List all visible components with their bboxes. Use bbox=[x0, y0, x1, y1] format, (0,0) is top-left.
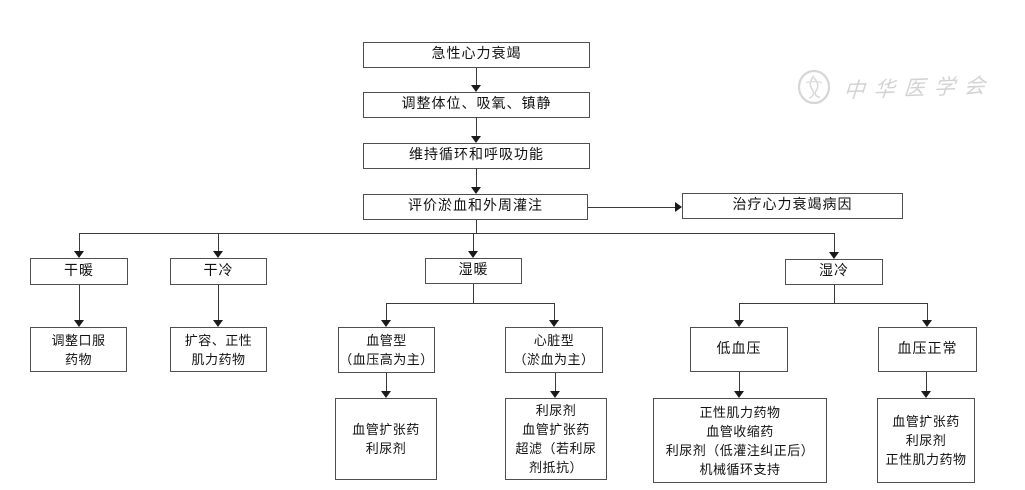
node-cardiac-type: 心脏型 （淤血为主） bbox=[505, 327, 603, 373]
arrowhead-down-icon bbox=[922, 320, 932, 327]
node-line: 血管收缩药 bbox=[706, 423, 774, 439]
node-wet-warm: 湿暖 bbox=[425, 258, 522, 284]
arrowhead-down-icon bbox=[734, 320, 744, 327]
node-adjust-oral-meds: 调整口服 药物 bbox=[30, 327, 127, 372]
node-line: 血管扩张药 bbox=[352, 422, 420, 437]
connector-line bbox=[739, 372, 740, 391]
arrowhead-down-icon bbox=[74, 320, 84, 327]
watermark-text: 中华医学会 bbox=[842, 73, 996, 103]
node-label: 调整体位、吸氧、镇静 bbox=[401, 97, 552, 113]
node-line: 扩容、正性 bbox=[184, 332, 253, 348]
node-line: （血压高为主） bbox=[339, 352, 434, 367]
node-label: 评价淤血和外周灌注 bbox=[408, 199, 543, 215]
node-label: 湿暖 bbox=[458, 263, 489, 279]
arrowhead-down-icon bbox=[550, 391, 560, 398]
node-line: 肌力药物 bbox=[191, 351, 246, 367]
node-normal-blood-pressure: 血压正常 bbox=[878, 327, 977, 372]
node-line: 正性肌力药物 bbox=[699, 404, 781, 420]
connector-line bbox=[79, 233, 835, 234]
node-line: 药物 bbox=[64, 351, 92, 367]
connector-line bbox=[386, 303, 554, 304]
connector-line bbox=[834, 233, 835, 252]
arrowhead-right-icon bbox=[675, 202, 682, 212]
node-label: 血压正常 bbox=[897, 341, 958, 357]
node-evaluate-congestion-perfusion: 评价淤血和外周灌注 bbox=[363, 194, 588, 220]
connector-line bbox=[386, 373, 387, 391]
arrowhead-down-icon bbox=[468, 251, 478, 258]
connector-line bbox=[926, 372, 927, 391]
node-inotrope-vasoconstrictor-support: 正性肌力药物 血管收缩药 利尿剂（低灌注纠正后） 机械循环支持 bbox=[653, 398, 827, 483]
connector-line bbox=[386, 303, 387, 320]
node-treat-heart-failure-cause: 治疗心力衰竭病因 bbox=[682, 193, 903, 219]
node-line: 心脏型 bbox=[533, 333, 575, 348]
arrowhead-down-icon bbox=[213, 251, 223, 258]
arrowhead-down-icon bbox=[734, 391, 744, 398]
connector-line bbox=[739, 303, 740, 320]
node-vascular-type: 血管型 （血压高为主） bbox=[338, 327, 435, 373]
connector-line bbox=[476, 168, 477, 188]
node-line: 利尿剂 bbox=[365, 441, 407, 456]
node-label: 急性心力衰竭 bbox=[431, 47, 522, 63]
node-line: 剂抵抗） bbox=[528, 460, 583, 475]
node-line: 血管扩张药 bbox=[522, 422, 590, 437]
node-maintain-circulation-respiration: 维持循环和呼吸功能 bbox=[363, 143, 590, 169]
node-vasodilator-diuretic: 血管扩张药 利尿剂 bbox=[335, 398, 437, 480]
connector-line bbox=[218, 233, 219, 252]
node-label: 低血压 bbox=[716, 341, 762, 357]
arrowhead-down-icon bbox=[471, 187, 481, 194]
node-volume-expansion-inotrope: 扩容、正性 肌力药物 bbox=[170, 327, 267, 372]
node-line: 血管型 bbox=[366, 333, 407, 348]
node-label: 湿冷 bbox=[819, 264, 849, 280]
node-position-oxygen-sedation: 调整体位、吸氧、镇静 bbox=[363, 92, 590, 118]
node-line: （淤血为主） bbox=[513, 352, 595, 367]
arrowhead-down-icon bbox=[549, 320, 559, 327]
arrowhead-down-icon bbox=[74, 251, 84, 258]
connector-line bbox=[473, 284, 474, 303]
node-line: 机械循环支持 bbox=[699, 461, 781, 477]
node-label: 干暖 bbox=[64, 263, 94, 279]
node-wet-cold: 湿冷 bbox=[785, 259, 883, 285]
connector-line bbox=[476, 220, 477, 233]
node-label: 干冷 bbox=[203, 263, 234, 279]
connector-line bbox=[476, 68, 477, 86]
connector-line bbox=[739, 303, 927, 304]
node-line: 利尿剂 bbox=[905, 433, 947, 448]
node-line: 超滤（若利尿 bbox=[515, 441, 597, 456]
arrowhead-down-icon bbox=[381, 391, 391, 398]
connector-line bbox=[476, 117, 477, 137]
connector-line bbox=[79, 285, 80, 320]
connector-line bbox=[473, 233, 474, 252]
node-hypotension: 低血压 bbox=[690, 327, 788, 372]
node-diuretic-vasodilator-ultrafiltration: 利尿剂 血管扩张药 超滤（若利尿 剂抵抗） bbox=[505, 398, 607, 480]
node-dry-warm: 干暖 bbox=[30, 258, 128, 285]
node-line: 血管扩张药 bbox=[892, 414, 960, 429]
connector-line bbox=[554, 303, 555, 320]
node-line: 调整口服 bbox=[51, 332, 106, 348]
arrowhead-down-icon bbox=[471, 136, 481, 143]
node-dry-cold: 干冷 bbox=[170, 258, 267, 285]
arrowhead-down-icon bbox=[471, 85, 481, 92]
arrowhead-down-icon bbox=[921, 391, 931, 398]
node-line: 正性肌力药物 bbox=[885, 452, 967, 467]
node-line: 利尿剂（低灌注纠正后） bbox=[665, 442, 815, 458]
connector-line bbox=[927, 303, 928, 320]
node-vasodilator-diuretic-inotrope: 血管扩张药 利尿剂 正性肌力药物 bbox=[877, 398, 975, 483]
cma-seal-icon bbox=[796, 68, 832, 106]
arrowhead-down-icon bbox=[381, 320, 391, 327]
arrowhead-down-icon bbox=[829, 252, 839, 259]
connector-line bbox=[79, 233, 80, 252]
cma-watermark: 中华医学会 bbox=[796, 68, 996, 106]
node-line: 利尿剂 bbox=[535, 403, 577, 418]
node-acute-heart-failure: 急性心力衰竭 bbox=[363, 42, 590, 68]
connector-line bbox=[834, 285, 835, 303]
connector-line bbox=[588, 207, 676, 208]
connector-line bbox=[555, 373, 556, 391]
node-label: 治疗心力衰竭病因 bbox=[732, 198, 853, 214]
connector-line bbox=[218, 285, 219, 320]
arrowhead-down-icon bbox=[213, 320, 223, 327]
node-label: 维持循环和呼吸功能 bbox=[409, 148, 544, 164]
